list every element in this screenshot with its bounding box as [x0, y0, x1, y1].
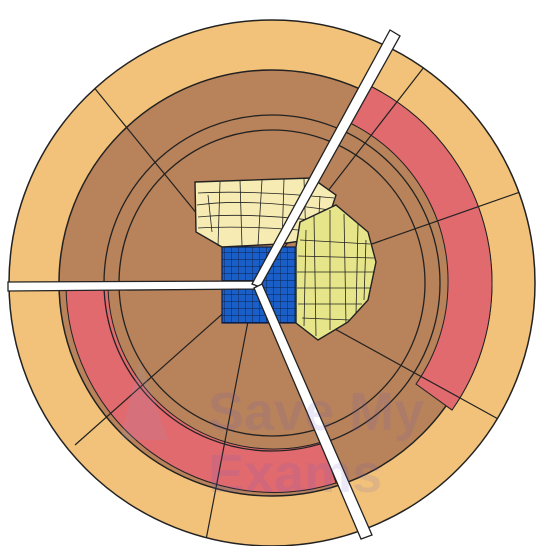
watermark-line1: Save My: [208, 382, 424, 442]
ray-left: [8, 281, 257, 291]
watermark-line2: Exams: [208, 444, 382, 504]
